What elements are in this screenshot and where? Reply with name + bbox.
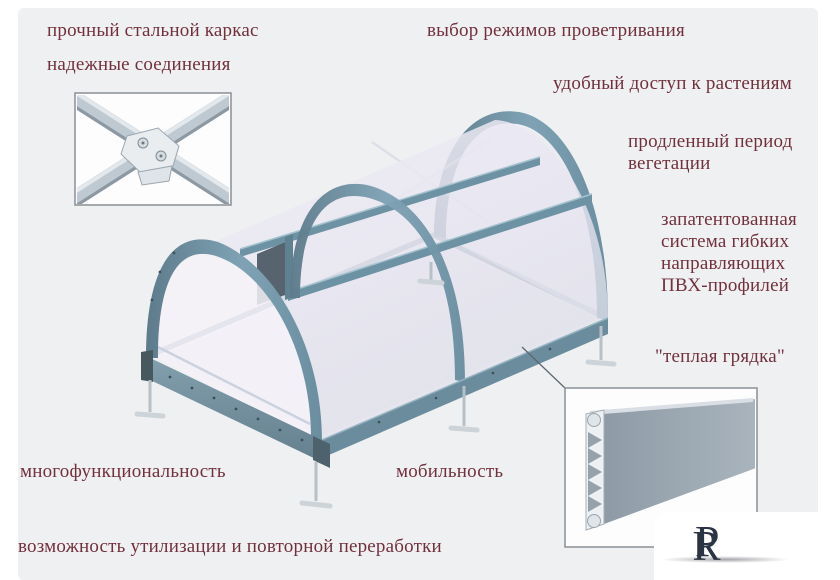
brand-logo-box: [654, 512, 840, 580]
vent-rail-upper: [240, 157, 540, 257]
label-vegetation-period: продленный период вегетации: [628, 131, 793, 174]
label-plant-access: удобный доступ к растениям: [553, 73, 792, 94]
vent-rail-lower: [288, 194, 592, 301]
label-steel-frame: прочный стальной каркас: [47, 20, 259, 41]
logo-letter-r: R: [692, 524, 721, 570]
logo-shadow: [660, 556, 790, 563]
logo-letter-p: P: [695, 517, 720, 566]
callout-line: [521, 346, 567, 390]
label-warm-bed: "теплая грядка": [655, 346, 785, 367]
greenhouse-render: [134, 111, 617, 509]
pvc-face: [604, 399, 755, 524]
legs: [148, 262, 603, 501]
label-multifunction: многофункциональность: [20, 461, 226, 482]
brand-logo: PR: [692, 516, 815, 570]
base-front-band: [146, 356, 322, 462]
cross-joint-inset: [74, 92, 232, 206]
middle-arch: [290, 183, 465, 382]
leg-feet: [134, 278, 617, 509]
label-reliable-joints: надежные соединения: [47, 54, 231, 75]
label-pvc-system: запатентованная система гибких направляю…: [661, 209, 797, 296]
label-mobility: мобильность: [396, 461, 504, 482]
pvc-cells: [588, 432, 602, 512]
rivets: [168, 347, 552, 442]
front-panel: [158, 253, 311, 438]
label-recycling: возможность утилизации и повторной перер…: [18, 536, 442, 557]
connector-plate: [120, 127, 180, 173]
label-vent-modes: выбор режимов проветривания: [427, 20, 685, 41]
